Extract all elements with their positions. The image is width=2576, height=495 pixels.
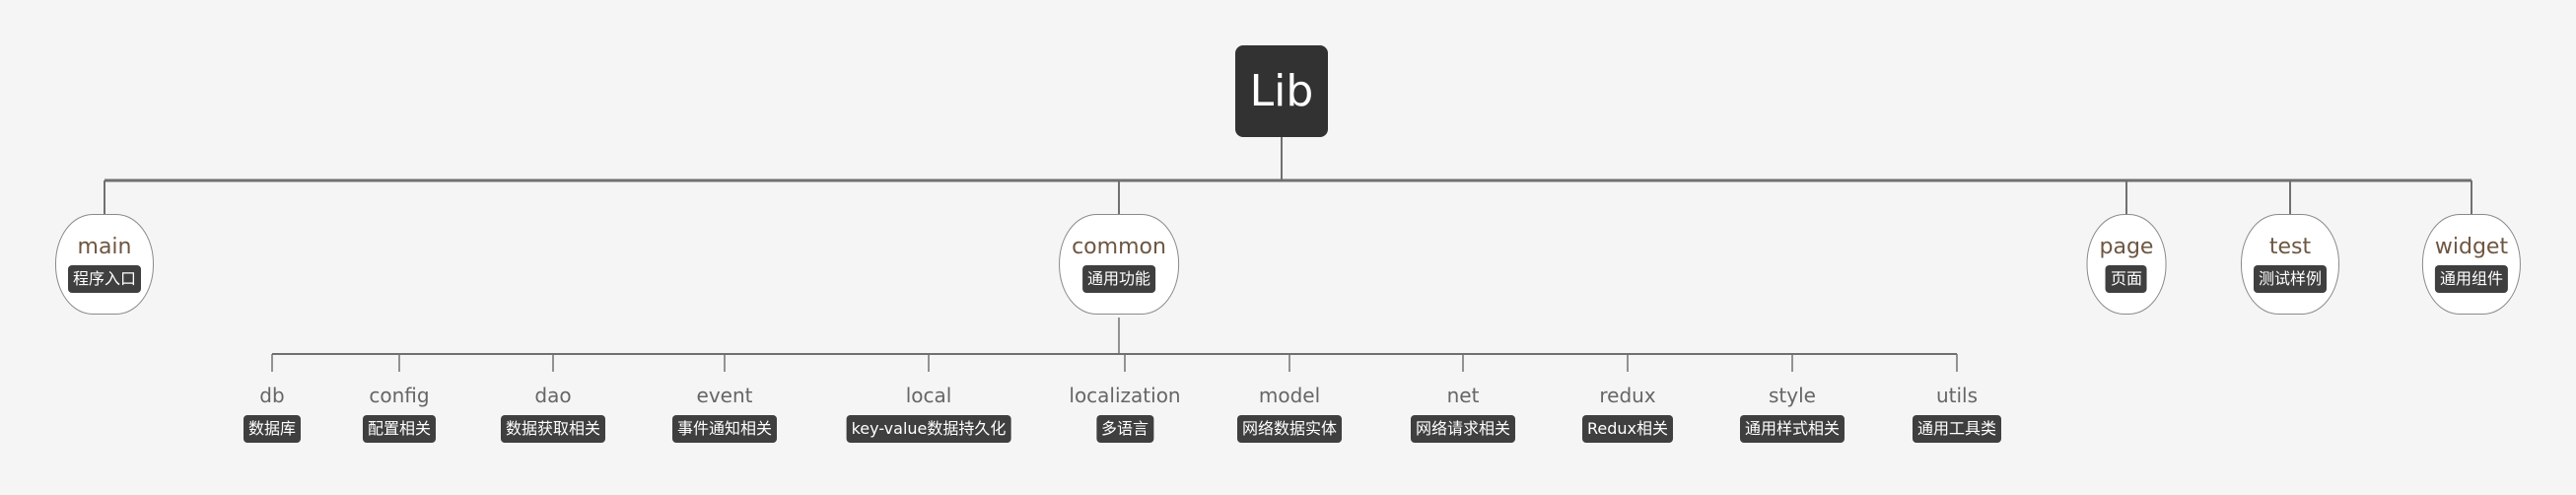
node-title: common <box>1072 235 1166 259</box>
module-node-common[interactable]: common 通用功能 <box>1059 214 1179 315</box>
child-node-dao[interactable]: dao 数据获取相关 <box>500 383 606 443</box>
child-node-local[interactable]: local key-value数据持久化 <box>846 383 1011 443</box>
node-label: 通用功能 <box>1081 265 1156 293</box>
child-node-style[interactable]: style 通用样式相关 <box>1739 383 1845 443</box>
child-title: utils <box>1935 384 1979 407</box>
module-node-test[interactable]: test 测试样例 <box>2240 214 2340 315</box>
child-label: 通用样式相关 <box>1739 415 1845 443</box>
node-title: page <box>2099 235 2154 259</box>
child-node-net[interactable]: net 网络请求相关 <box>1410 383 1516 443</box>
node-title: widget <box>2434 235 2509 259</box>
child-title: event <box>696 384 753 407</box>
node-label: 程序入口 <box>67 265 142 293</box>
node-title: main <box>77 235 132 259</box>
child-node-config[interactable]: config 配置相关 <box>362 383 437 443</box>
root-label: Lib <box>1249 66 1314 116</box>
node-title: test <box>2268 235 2312 259</box>
node-label: 页面 <box>2105 265 2148 293</box>
child-label: key-value数据持久化 <box>846 415 1011 443</box>
module-node-page[interactable]: page 页面 <box>2086 214 2167 315</box>
child-title: db <box>259 384 285 407</box>
child-title: model <box>1258 384 1321 407</box>
module-node-widget[interactable]: widget 通用组件 <box>2421 214 2522 315</box>
child-label: 网络请求相关 <box>1410 415 1516 443</box>
child-label: 数据获取相关 <box>500 415 606 443</box>
child-node-db[interactable]: db 数据库 <box>243 383 302 443</box>
child-label: 通用工具类 <box>1912 415 2002 443</box>
root-node[interactable]: Lib <box>1235 45 1328 137</box>
child-label: 配置相关 <box>362 415 437 443</box>
child-node-model[interactable]: model 网络数据实体 <box>1236 383 1343 443</box>
child-node-utils[interactable]: utils 通用工具类 <box>1912 383 2002 443</box>
child-title: style <box>1769 384 1816 407</box>
child-node-event[interactable]: event 事件通知相关 <box>671 383 778 443</box>
node-label: 通用组件 <box>2434 265 2509 293</box>
child-title: dao <box>534 384 572 407</box>
child-title: localization <box>1069 384 1181 407</box>
child-label: 多语言 <box>1095 415 1154 443</box>
child-label: 数据库 <box>243 415 302 443</box>
child-title: redux <box>1599 384 1656 407</box>
child-title: local <box>905 384 952 407</box>
module-node-main[interactable]: main 程序入口 <box>54 214 155 315</box>
child-node-localization[interactable]: localization 多语言 <box>1069 383 1181 443</box>
child-title: config <box>369 384 430 407</box>
child-title: net <box>1446 384 1480 407</box>
node-label: 测试样例 <box>2253 265 2328 293</box>
child-label: Redux相关 <box>1581 415 1674 443</box>
child-label: 事件通知相关 <box>671 415 778 443</box>
child-label: 网络数据实体 <box>1236 415 1343 443</box>
